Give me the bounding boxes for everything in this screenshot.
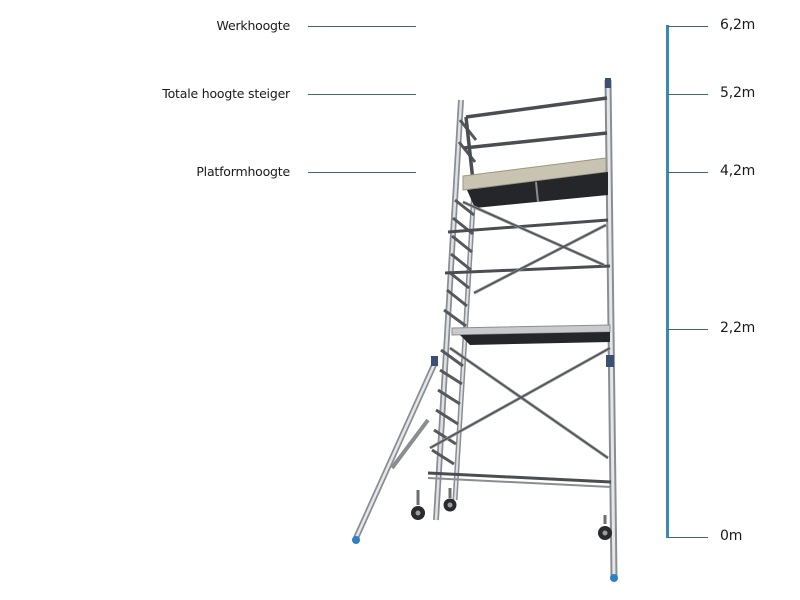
scale-label-2-2m: 2,2m	[720, 320, 756, 336]
horizontal-braces	[427, 218, 612, 488]
leader-line-platformhoogte	[308, 172, 416, 173]
scale-tick-0m	[668, 537, 708, 538]
scale-label-4-2m: 4,2m	[720, 163, 756, 179]
scale-label-5-2m: 5,2m	[720, 85, 756, 101]
middle-platform	[451, 324, 611, 345]
label-platformhoogte: Platformhoogte	[196, 164, 290, 179]
height-scale-bar	[666, 25, 669, 538]
scale-tick-6-2m	[668, 26, 708, 27]
label-werkhoogte: Werkhoogte	[216, 18, 291, 33]
scale-tick-4-2m	[668, 172, 708, 173]
scale-label-6-2m: 6,2m	[720, 17, 756, 33]
stabilizer-outrigger	[352, 356, 438, 544]
right-foot-cap	[610, 574, 618, 582]
leader-line-werkhoogte	[308, 26, 416, 27]
leader-line-totale-hoogte	[308, 94, 416, 95]
top-platform	[462, 157, 608, 208]
scale-label-0m: 0m	[720, 528, 743, 544]
scale-tick-5-2m	[668, 94, 708, 95]
left-rear-pole	[452, 189, 477, 501]
scale-tick-2-2m	[668, 329, 708, 330]
left-front-pole	[433, 99, 464, 521]
label-totale-hoogte-steiger: Totale hoogte steiger	[162, 86, 290, 101]
caster-wheels	[411, 488, 612, 540]
ladder-rungs	[431, 119, 478, 466]
right-pole	[604, 78, 618, 579]
